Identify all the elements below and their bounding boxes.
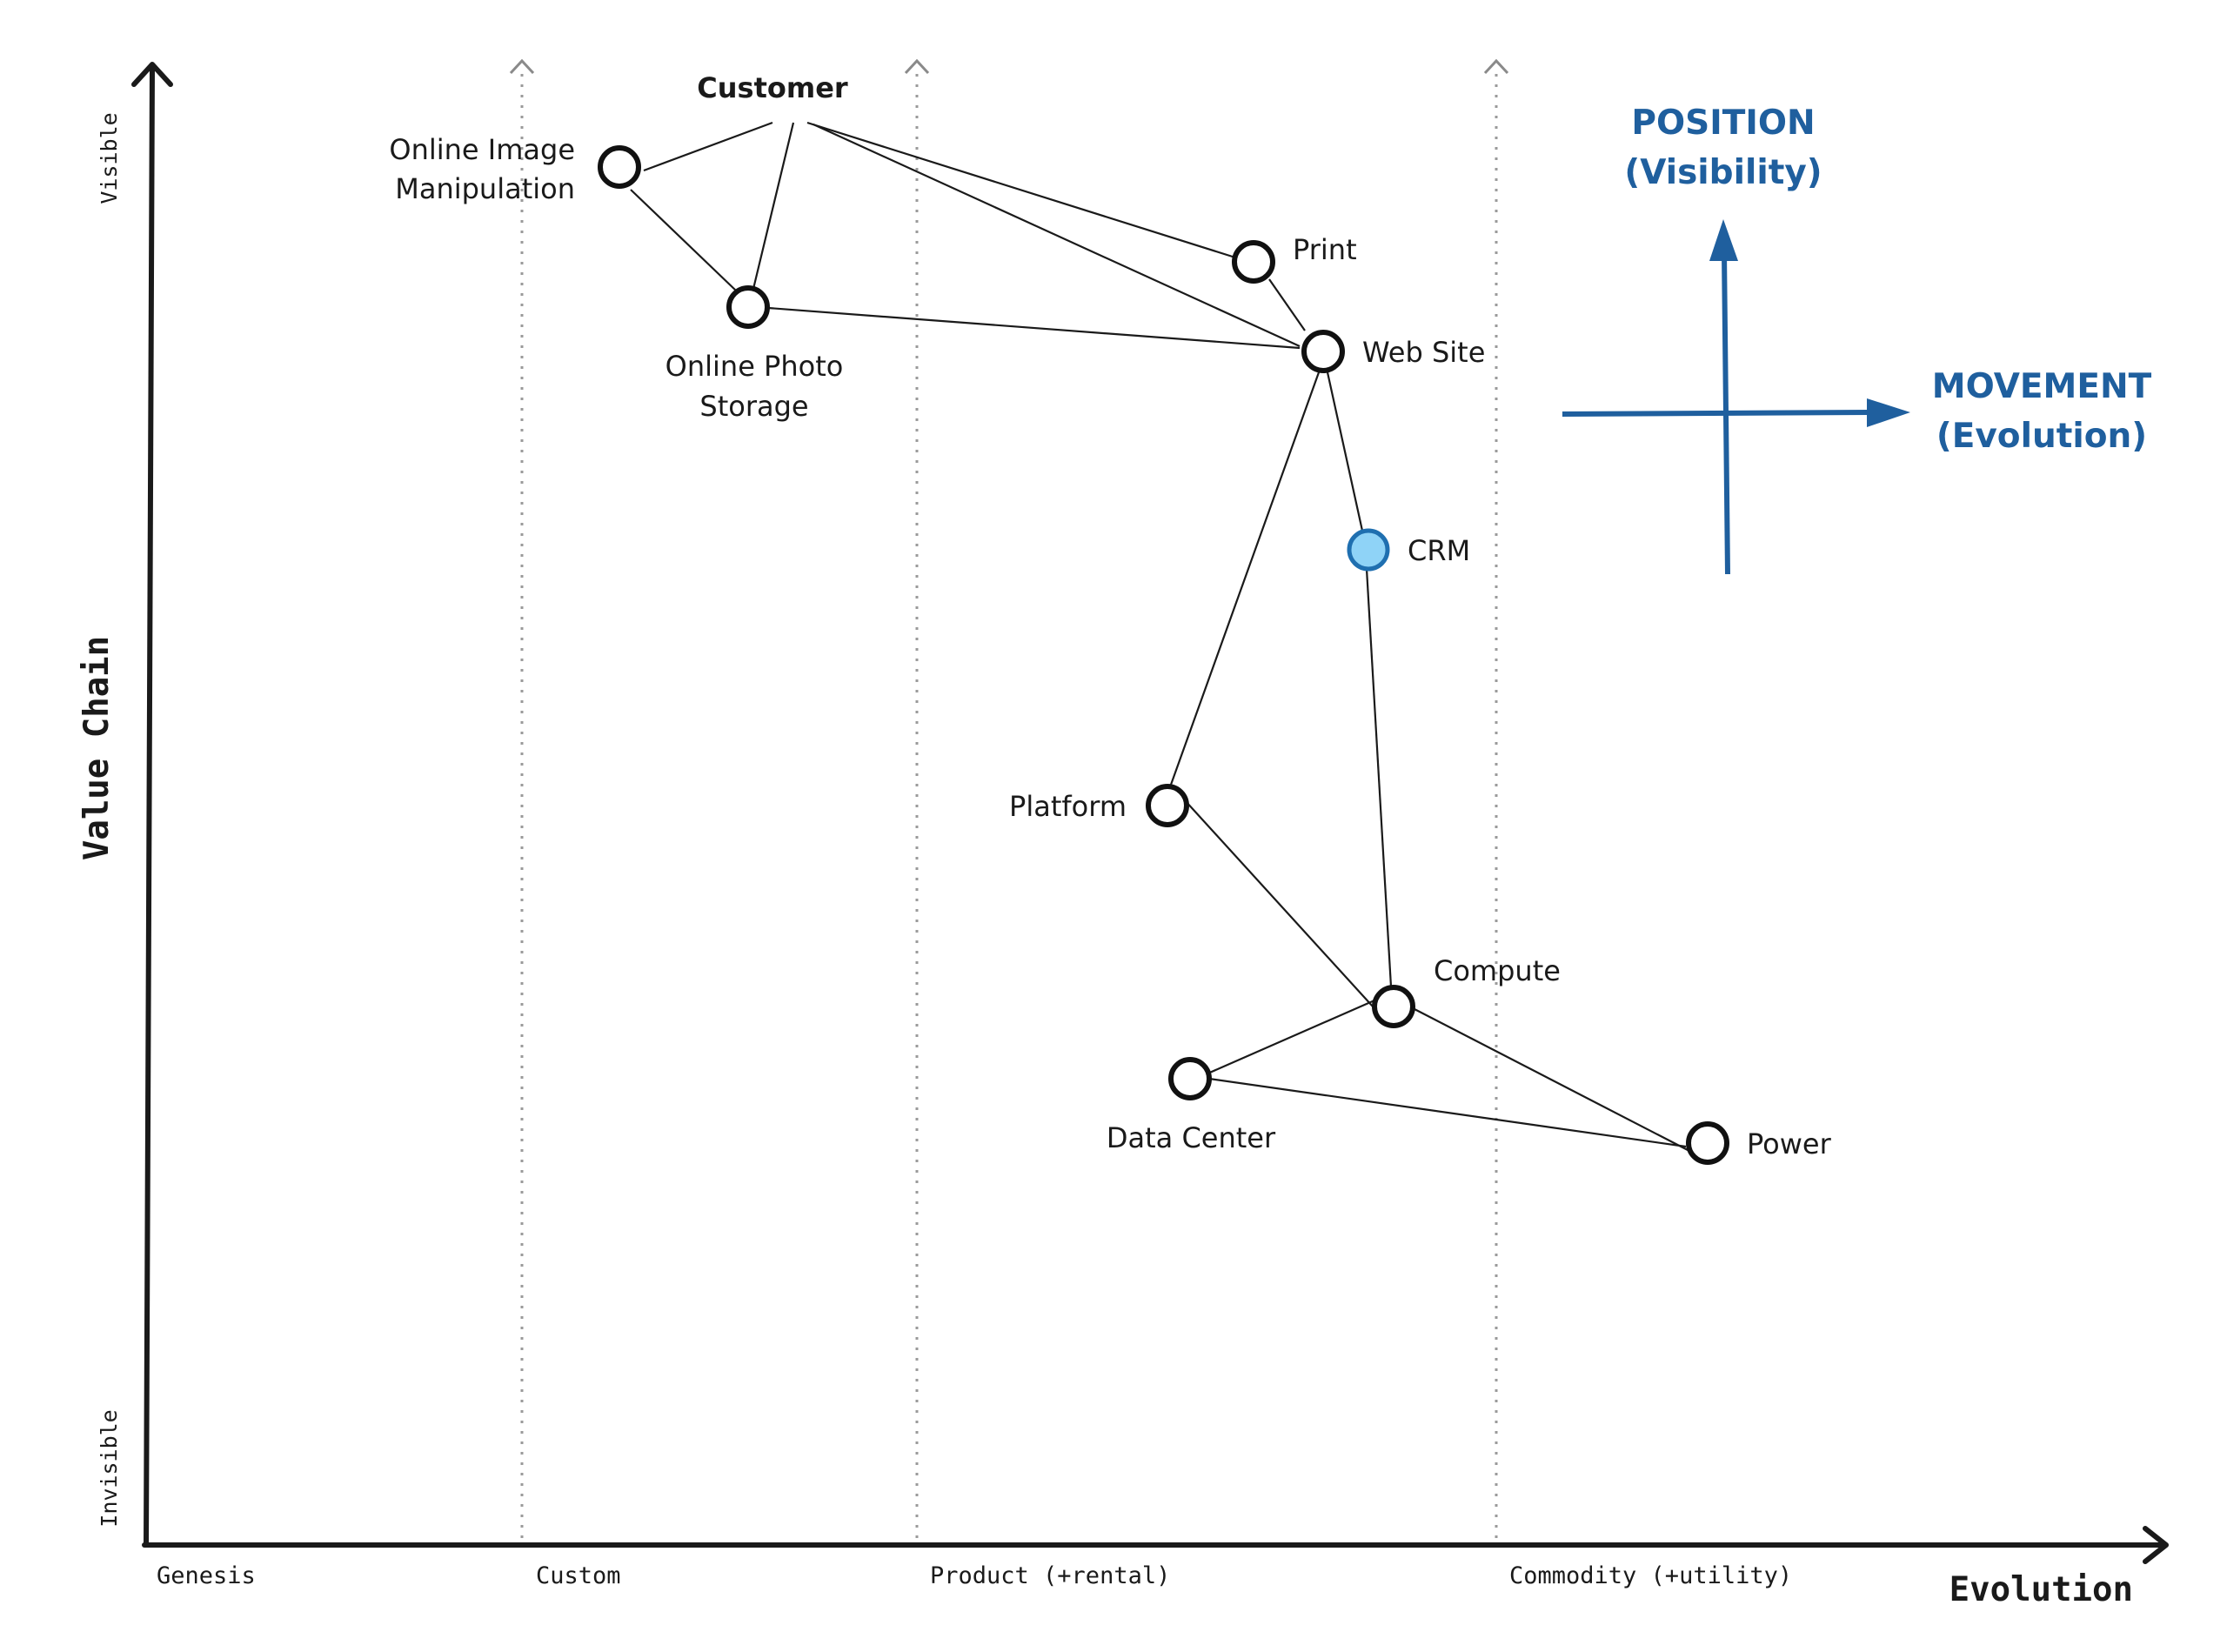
node-platform[interactable]	[1146, 784, 1189, 827]
label-online-photo-storage-line2: Storage	[699, 390, 808, 423]
link-data-center-power	[1208, 1077, 1687, 1148]
node-print[interactable]	[1232, 240, 1275, 284]
node-power[interactable]	[1686, 1121, 1729, 1165]
node-online-image-manipulation[interactable]	[598, 145, 641, 189]
node-crm[interactable]	[1347, 528, 1390, 572]
divider-commodity-arrow	[1483, 58, 1509, 75]
link-customer-web-site	[813, 123, 1301, 348]
y-axis	[144, 64, 155, 1548]
stage-label-genesis: Genesis	[157, 1562, 256, 1589]
component-nodes	[598, 145, 1729, 1165]
legend-right-arrowhead	[1867, 398, 1910, 427]
y-axis-invisible-label: Invisible	[97, 1409, 122, 1527]
link-crm-compute	[1365, 568, 1393, 987]
label-online-image-manipulation-line1: Online Image	[389, 133, 575, 166]
link-customer-online-image-manipulation	[643, 121, 773, 172]
legend-horizontal-line	[1562, 410, 1871, 417]
component-labels: Customer Online Image Manipulation Onlin…	[389, 71, 1831, 1160]
node-web-site[interactable]	[1301, 330, 1345, 373]
stage-label-custom: Custom	[536, 1562, 621, 1589]
link-platform-compute	[1184, 799, 1374, 1007]
dependency-links	[630, 121, 1690, 1152]
legend-position-sub: (Visibility)	[1624, 153, 1822, 192]
x-axis-arrowhead	[2143, 1526, 2169, 1564]
label-crm: CRM	[1408, 534, 1470, 567]
legend-movement-title: MOVEMENT	[1932, 367, 2152, 406]
link-web-site-crm	[1326, 371, 1364, 532]
label-print: Print	[1293, 233, 1357, 266]
legend-position-title: POSITION	[1631, 104, 1815, 143]
label-customer: Customer	[697, 71, 848, 104]
x-axis-title: Evolution	[1949, 1570, 2133, 1609]
axes	[131, 62, 2169, 1564]
label-data-center: Data Center	[1107, 1121, 1276, 1154]
y-axis-visible-label: Visible	[97, 112, 122, 204]
y-axis-title: Value Chain	[77, 636, 117, 860]
label-online-photo-storage-line1: Online Photo	[665, 350, 844, 383]
node-compute[interactable]	[1372, 985, 1415, 1028]
label-online-image-manipulation-line2: Manipulation	[395, 172, 575, 205]
link-customer-print	[806, 121, 1236, 259]
divider-custom-arrow	[509, 58, 535, 75]
label-web-site: Web Site	[1362, 336, 1485, 369]
movement-position-legend: POSITION (Visibility) MOVEMENT (Evolutio…	[1562, 104, 2152, 575]
stage-label-product: Product (+rental)	[930, 1562, 1170, 1589]
node-online-photo-storage[interactable]	[726, 285, 770, 329]
stage-dividers	[509, 58, 1509, 1544]
legend-up-arrowhead	[1709, 219, 1738, 261]
label-platform: Platform	[1009, 790, 1127, 823]
link-print-web-site	[1268, 278, 1306, 331]
link-web-site-platform	[1169, 371, 1321, 786]
divider-product-arrow	[904, 58, 930, 75]
link-compute-power	[1414, 1008, 1690, 1152]
link-compute-data-center	[1205, 999, 1375, 1076]
link-online-image-manipulation-online-photo-storage	[630, 189, 737, 291]
node-data-center[interactable]	[1168, 1057, 1212, 1100]
link-online-photo-storage-web-site	[767, 306, 1301, 350]
link-customer-online-photo-storage	[752, 122, 795, 290]
y-axis-arrowhead	[131, 62, 173, 87]
stage-label-commodity: Commodity (+utility)	[1509, 1562, 1792, 1589]
legend-movement-sub: (Evolution)	[1936, 417, 2147, 456]
label-power: Power	[1747, 1127, 1832, 1160]
label-compute: Compute	[1434, 954, 1561, 987]
